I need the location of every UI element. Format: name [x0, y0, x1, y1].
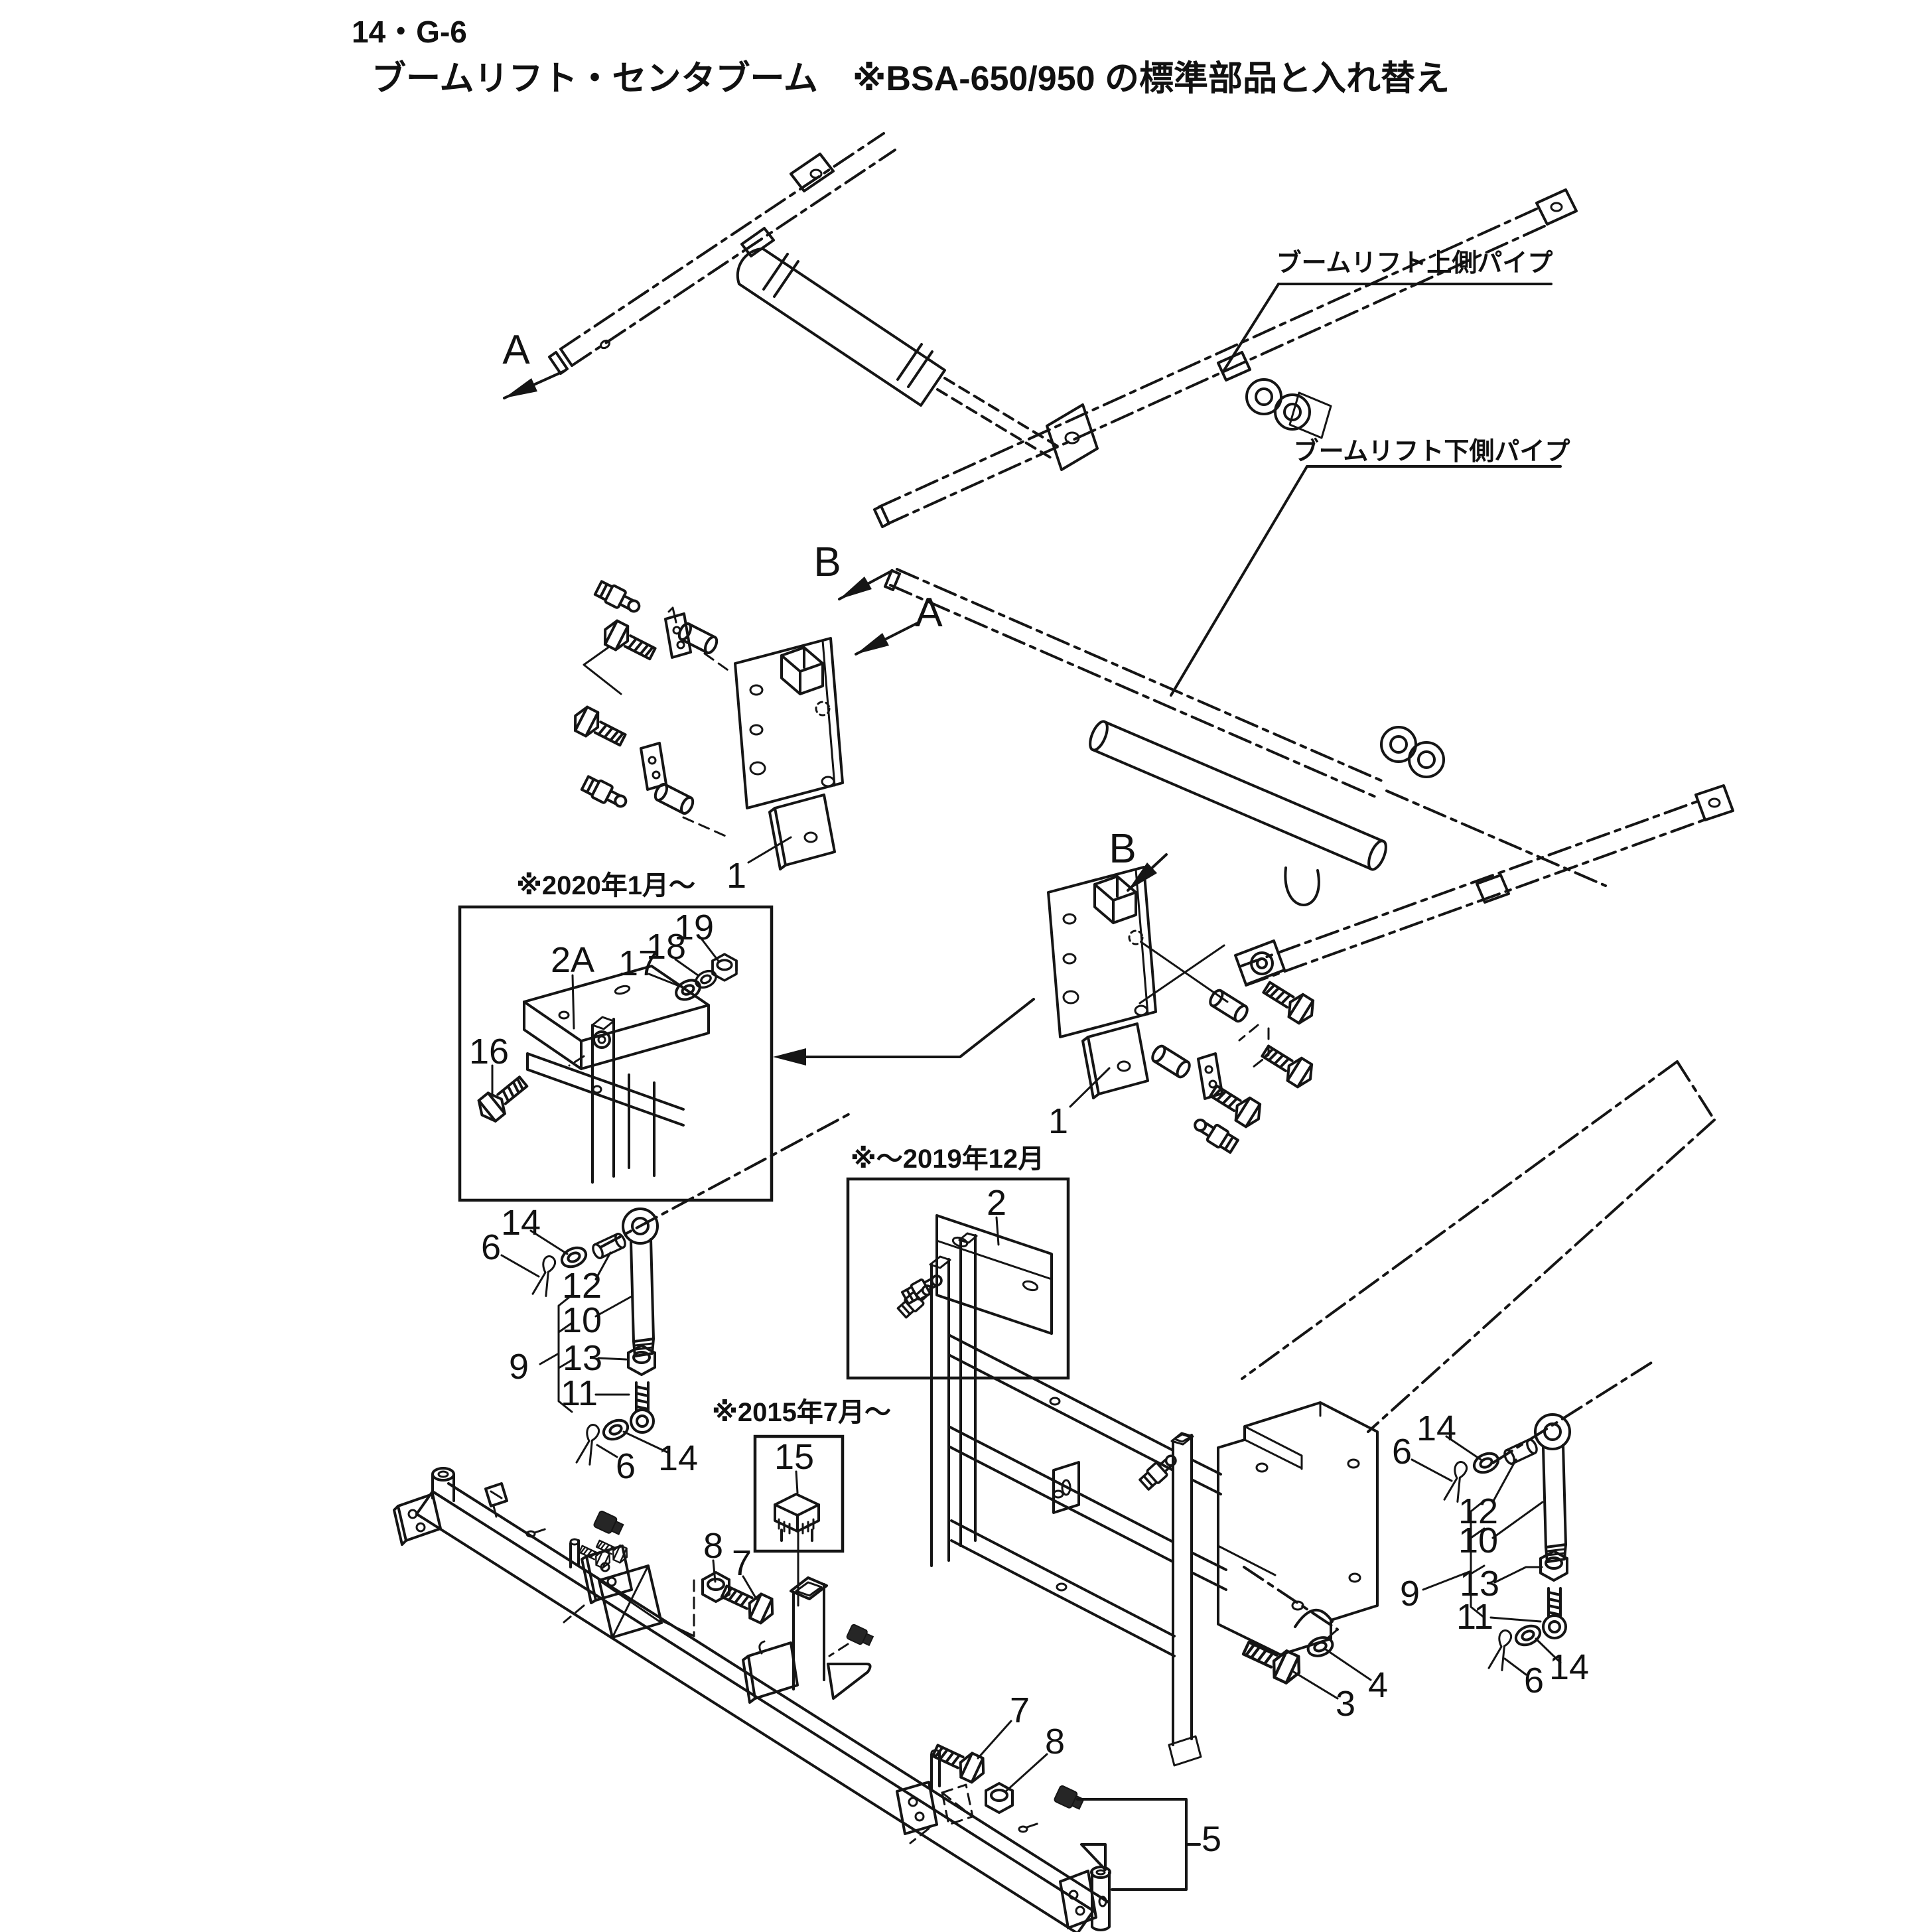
part-callout-17: 17: [618, 943, 659, 983]
view-letter-A: A: [915, 590, 943, 636]
pipe-label: ブームリフト下側パイプ: [1293, 438, 1570, 466]
part-callout-12: 12: [561, 1266, 602, 1306]
part-callout-7: 7: [1009, 1690, 1030, 1730]
left-mount-bracket: [568, 578, 844, 870]
part-callout-9: 9: [508, 1347, 529, 1387]
view-letter-B: B: [813, 539, 841, 585]
part-callout-8: 8: [703, 1526, 724, 1566]
inset-note: ※2020年1月～: [516, 871, 696, 900]
bottom-beam: [393, 1467, 1372, 1932]
part-callout-11: 11: [1456, 1597, 1494, 1637]
part-callout-15: 15: [774, 1437, 815, 1477]
view-letter-A: A: [502, 327, 530, 373]
part-callout-13: 13: [562, 1338, 603, 1378]
part-callout-14: 14: [500, 1203, 541, 1243]
pipe-label: ブームリフト上側パイプ: [1276, 249, 1553, 277]
part-callout-6: 6: [1391, 1432, 1413, 1472]
part-callout-9: 9: [1399, 1574, 1420, 1614]
part-callout-2A: 2A: [550, 940, 595, 980]
part-callout-1: 1: [1048, 1101, 1069, 1141]
part-callout-4: 4: [1367, 1665, 1389, 1705]
part-callout-10: 10: [1458, 1521, 1499, 1560]
inset-note: ※2015年7月～: [711, 1398, 892, 1427]
part-callout-19: 19: [673, 908, 715, 947]
part-callout-18: 18: [646, 927, 687, 967]
u-channel-bracket: [1217, 1401, 1379, 1656]
inset-2019-box: [846, 1177, 1070, 1380]
part-callout-3: 3: [1335, 1684, 1356, 1724]
part-callout-14: 14: [1549, 1647, 1590, 1687]
part-callout-2: 2: [986, 1183, 1007, 1223]
part-callout-14: 14: [657, 1438, 699, 1478]
part-callout-1: 1: [726, 856, 747, 896]
part-callout-6: 6: [1523, 1661, 1545, 1700]
lower-boom-pipe-assembly: [884, 568, 1734, 1433]
right-link-rod-group: [1411, 1360, 1655, 1676]
part-callout-6: 6: [480, 1227, 502, 1267]
part-callout-16: 16: [468, 1032, 510, 1071]
part-callout-5: 5: [1201, 1819, 1222, 1859]
part-callout-13: 13: [1459, 1564, 1500, 1604]
part-callout-6: 6: [615, 1446, 636, 1486]
part-callout-8: 8: [1044, 1722, 1066, 1761]
part-callout-14: 14: [1416, 1409, 1457, 1448]
part-callout-7: 7: [731, 1543, 752, 1583]
part-callout-12: 12: [1458, 1491, 1499, 1531]
page-code: 14・G-6: [352, 15, 467, 49]
center-boom-frame: [895, 1232, 1227, 1767]
view-arrow-marks: [503, 370, 1168, 892]
upper-boom-pipe-assembly: [548, 132, 1578, 528]
inset-2020-box: [458, 905, 1035, 1202]
right-mount-bracket: [1047, 866, 1320, 1156]
page-title: ブームリフト・センタブーム ※BSA-650/950 の標準部品と入れ替え: [372, 60, 1450, 98]
part-callout-11: 11: [560, 1373, 598, 1413]
pipe-label-leaders: [1170, 283, 1562, 697]
part-callout-10: 10: [561, 1300, 602, 1340]
inset-note: ※～2019年12月: [850, 1144, 1045, 1174]
view-letter-B: B: [1109, 826, 1137, 872]
left-link-rod-group: [500, 1112, 852, 1467]
